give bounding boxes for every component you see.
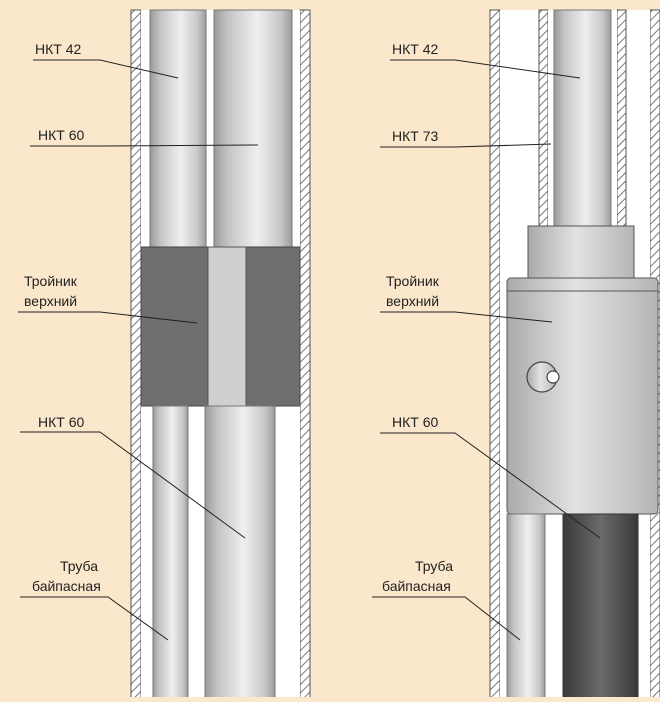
left-tee-leader bbox=[18, 311, 198, 324]
left-bypass-leader bbox=[20, 596, 169, 641]
left-label-bypass-2: байпасная bbox=[32, 578, 101, 594]
right-nkt60-leader bbox=[380, 432, 601, 539]
left-tee-channel bbox=[207, 246, 247, 407]
right-bypass-leader bbox=[372, 596, 521, 641]
right-nkt73-leader bbox=[380, 143, 552, 148]
right-label-nkt42: НКТ 42 bbox=[392, 41, 438, 57]
left-label-nkt60: НКТ 60 bbox=[38, 127, 84, 143]
left-nkt60-lower-leader bbox=[20, 431, 246, 539]
left-nkt60-leader bbox=[30, 144, 259, 147]
right-label-tee-1: Тройник bbox=[386, 273, 440, 289]
left-nkt60-pipe-upper bbox=[213, 9, 293, 249]
right-bypass-pipe bbox=[506, 513, 546, 702]
right-nkt73-wall-left bbox=[538, 9, 549, 227]
left-diagram: НКТ 42 НКТ 60 Тройник верхний НКТ 60 Тру… bbox=[18, 9, 311, 701]
right-label-nkt73: НКТ 73 bbox=[392, 128, 438, 144]
right-tee-body bbox=[506, 277, 659, 515]
right-tee-leader bbox=[380, 311, 553, 323]
right-diagram: НКТ 42 НКТ 73 Тройник верхний НКТ 60 Тру… bbox=[372, 9, 660, 702]
right-casing-left-wall bbox=[489, 9, 501, 701]
left-casing-left-wall bbox=[130, 9, 142, 701]
right-label-nkt60: НКТ 60 bbox=[392, 414, 438, 430]
right-label-tee-2: верхний bbox=[386, 293, 439, 309]
left-nkt60-pipe-lower bbox=[204, 405, 276, 701]
left-nkt42-leader bbox=[33, 59, 179, 79]
right-nkt42-pipe bbox=[553, 9, 612, 227]
left-label-bypass-1: Труба bbox=[60, 558, 98, 574]
left-casing-right-wall bbox=[299, 9, 311, 701]
right-nkt42-leader bbox=[390, 59, 581, 79]
left-label-tee-1: Тройник bbox=[24, 273, 78, 289]
right-label-bypass-2: байпасная bbox=[382, 578, 451, 594]
left-label-nkt42: НКТ 42 bbox=[35, 41, 81, 57]
left-label-tee-2: верхний bbox=[24, 293, 77, 309]
left-bypass-pipe bbox=[152, 405, 189, 701]
right-nkt60-pipe bbox=[562, 513, 639, 702]
right-tee-coupling bbox=[527, 225, 635, 279]
right-tee-port-hole bbox=[546, 370, 560, 384]
left-label-nkt60-lower: НКТ 60 bbox=[38, 414, 84, 430]
right-nkt73-wall-right bbox=[616, 9, 627, 227]
right-label-bypass-1: Труба bbox=[415, 558, 453, 574]
left-nkt42-pipe bbox=[149, 9, 207, 249]
